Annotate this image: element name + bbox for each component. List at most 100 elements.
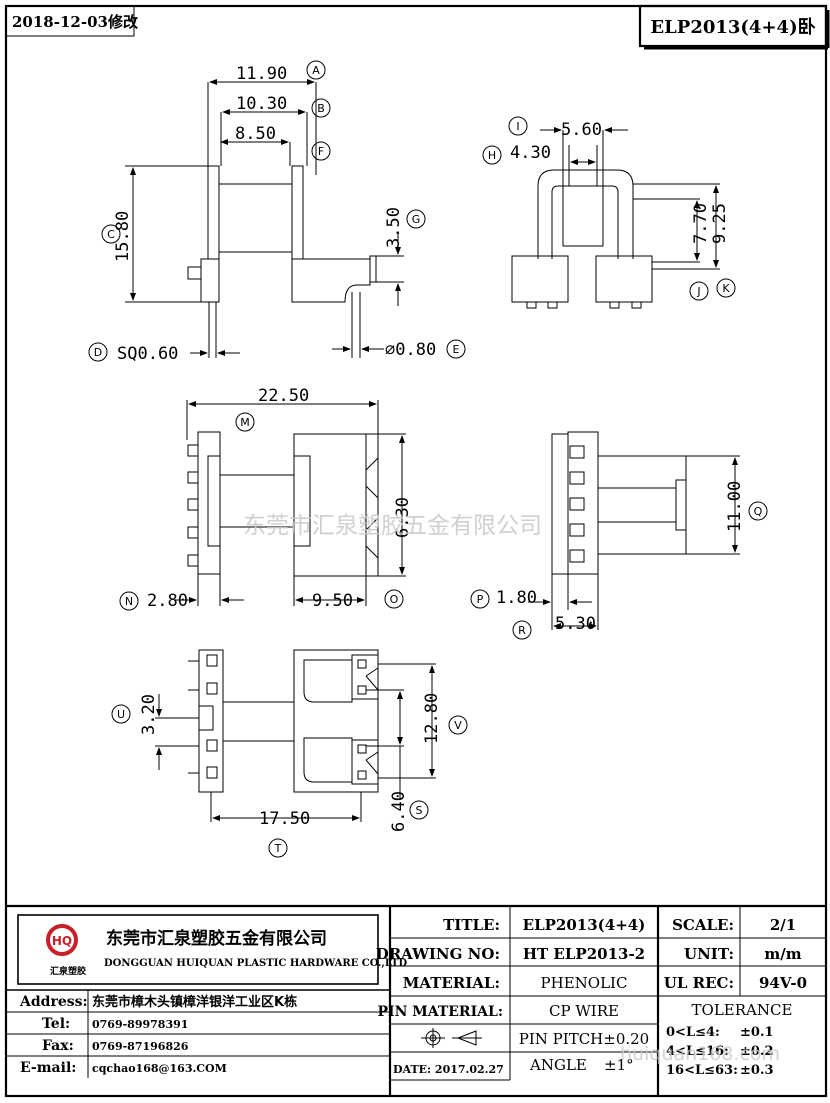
- svg-text:N: N: [125, 595, 133, 608]
- svg-text:G: G: [412, 213, 421, 226]
- svg-text:T: T: [274, 842, 282, 855]
- material-label: MATERIAL:: [403, 974, 500, 992]
- svg-text:D: D: [94, 346, 102, 359]
- part-title-text: ELP2013(4+4)卧: [650, 17, 815, 38]
- dim-10-30: 10.30: [236, 94, 287, 114]
- marker-N: N: [119, 591, 139, 611]
- svg-text:S: S: [416, 804, 423, 817]
- ul-rec-label: UL REC:: [664, 974, 734, 992]
- view-top: [174, 400, 406, 606]
- pin-material-value: CP WIRE: [549, 1002, 619, 1020]
- drawing-no-label: DRAWING NO:: [376, 945, 500, 963]
- svg-text:B: B: [317, 102, 325, 115]
- dim-9-50: 9.50: [312, 591, 353, 611]
- svg-text:O: O: [390, 593, 399, 606]
- dim-15-80: 15.80: [113, 211, 133, 262]
- tel-value: 0769-89978391: [92, 1018, 188, 1031]
- dim-6-40: 6.40: [389, 791, 409, 832]
- marker-U: U: [111, 704, 131, 724]
- title-label: TITLE:: [443, 916, 500, 934]
- tolerance-range-3: 16<L≤63:: [666, 1063, 738, 1078]
- date-value: DATE: 2017.02.27: [393, 1063, 504, 1076]
- revision-box: 2018-12-03修改: [5, 5, 139, 37]
- dim-17-50: 17.50: [259, 809, 310, 829]
- dim-3-50: 3.50: [384, 207, 404, 248]
- fax-label: Fax:: [42, 1038, 74, 1054]
- marker-S: S: [409, 800, 429, 820]
- dim-3-20: 3.20: [139, 694, 159, 735]
- svg-text:V: V: [454, 719, 462, 732]
- angle-label: ANGLE: [529, 1056, 587, 1074]
- dim-5-60: 5.60: [561, 120, 602, 140]
- tolerance-range-2: 4<L≤16:: [666, 1044, 729, 1059]
- address-label: Address:: [19, 994, 88, 1010]
- company-logo: HQ 汇泉塑胶: [46, 924, 86, 977]
- email-label: E-mail:: [20, 1060, 76, 1076]
- material-value: PHENOLIC: [541, 974, 628, 992]
- marker-R: R: [512, 620, 532, 640]
- pin-pitch: PIN PITCH±0.20: [519, 1030, 649, 1048]
- email-value: cqchao168@163.COM: [92, 1062, 227, 1075]
- svg-text:F: F: [318, 145, 324, 158]
- marker-D: D: [88, 342, 108, 362]
- logo-text: 汇泉塑胶: [50, 965, 86, 977]
- tolerance-value-2: ±0.2: [740, 1044, 774, 1059]
- marker-I: I: [508, 116, 528, 136]
- marker-F: F: [311, 141, 331, 161]
- tolerance-range-1: 0<L≤4:: [666, 1025, 720, 1040]
- svg-text:C: C: [107, 228, 115, 241]
- watermark-main: 东莞市汇泉塑胶五金有限公司: [243, 513, 542, 539]
- dim-8-50: 8.50: [235, 124, 276, 144]
- marker-E: E: [446, 339, 466, 359]
- dim-22-50: 22.50: [258, 386, 309, 406]
- svg-text:U: U: [117, 708, 125, 721]
- svg-text:J: J: [696, 285, 700, 298]
- svg-text:R: R: [518, 624, 526, 637]
- marker-G: G: [406, 209, 426, 229]
- angle-value: ±1°: [604, 1056, 634, 1074]
- dim-sq0-60: SQ0.60: [117, 344, 178, 364]
- watermark-footer: huiquan168.com: [620, 1043, 780, 1065]
- company-name-en: DONGGUAN HUIQUAN PLASTIC HARDWARE CO.,LT…: [104, 958, 407, 969]
- address-value: 东莞市樟木头镇樟洋银洋工业区K栋: [92, 994, 297, 1010]
- svg-text:I: I: [516, 120, 519, 133]
- marker-P: P: [470, 589, 490, 609]
- sheet-border: [4, 4, 828, 1098]
- ul-rec-value: 94V-0: [759, 974, 807, 992]
- title-block: HQ 汇泉塑胶 东莞市汇泉塑胶五金有限公司 DONGGUAN HUIQUAN P…: [6, 904, 826, 1096]
- marker-Q: Q: [748, 501, 768, 521]
- svg-text:H: H: [488, 149, 496, 162]
- svg-text:A: A: [312, 64, 320, 77]
- unit-label: UNIT:: [684, 945, 734, 963]
- dim-11-00: 11.00: [725, 481, 745, 532]
- tolerance-label: TOLERANCE: [692, 1001, 793, 1019]
- marker-O: O: [384, 589, 404, 609]
- dim-dia-0-80: ⌀0.80: [385, 340, 436, 360]
- fax-value: 0769-87196826: [92, 1040, 189, 1053]
- unit-value: m/m: [764, 945, 801, 963]
- marker-V: V: [448, 715, 468, 735]
- marker-A: A: [306, 60, 326, 80]
- revision-text: 2018-12-03修改: [12, 13, 139, 31]
- dim-6-30: 6.30: [393, 497, 413, 538]
- view-bottom: [155, 649, 436, 822]
- marker-J: J: [689, 281, 709, 301]
- marker-M: M: [235, 412, 255, 432]
- svg-text:Q: Q: [754, 505, 763, 518]
- view-end: [528, 431, 740, 630]
- marker-B: B: [311, 98, 331, 118]
- tolerance-value-1: ±0.1: [740, 1025, 774, 1040]
- svg-text:M: M: [240, 416, 250, 429]
- dim-11-90: 11.90: [236, 64, 287, 84]
- marker-K: K: [716, 278, 736, 298]
- dim-7-70: 7.70: [691, 203, 711, 244]
- view-front: [125, 79, 404, 358]
- scale-label: SCALE:: [672, 916, 734, 934]
- dim-1-80: 1.80: [496, 588, 537, 608]
- marker-T: T: [268, 838, 288, 858]
- marker-C: C: [101, 224, 121, 244]
- dim-12-80: 12.80: [422, 693, 442, 744]
- svg-text:K: K: [722, 282, 730, 295]
- svg-text:HQ: HQ: [52, 934, 72, 948]
